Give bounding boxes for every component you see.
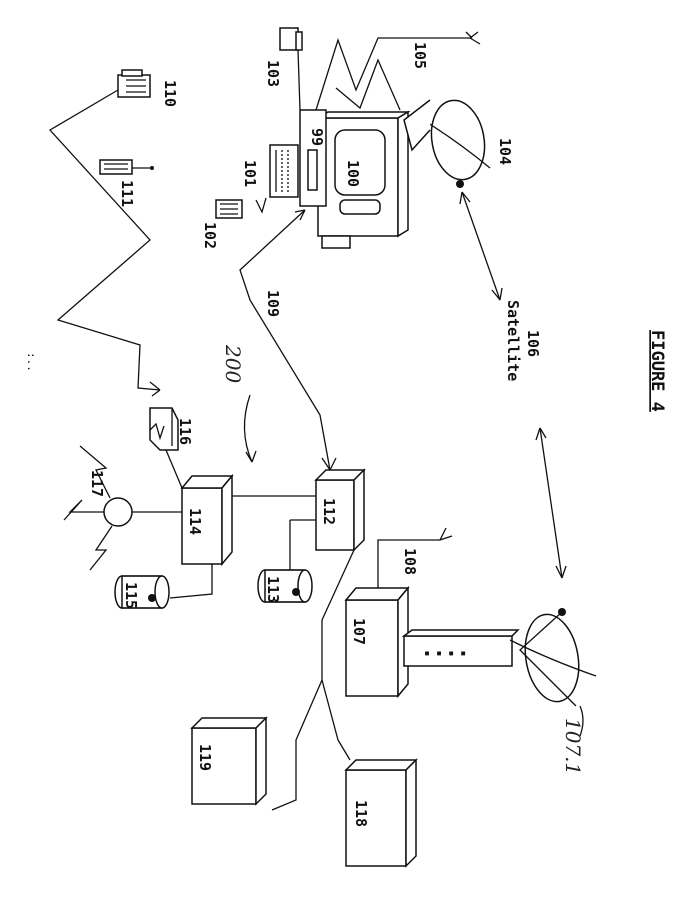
label-107: 107	[350, 618, 368, 645]
label-117: 117	[88, 470, 106, 497]
label-101: 101	[241, 160, 259, 187]
label-107-1: 107.1	[561, 718, 585, 775]
label-116: 116	[176, 418, 194, 445]
radio-117	[64, 446, 182, 570]
satellite-dish-107-1	[510, 608, 596, 736]
satellite-dish-104	[404, 96, 491, 188]
label-109: 109	[264, 290, 282, 317]
printer-103	[280, 28, 302, 110]
label-118: 118	[352, 800, 370, 827]
phone-110	[50, 70, 160, 396]
label-112: 112	[320, 498, 338, 525]
svg-text:▪ ▪ ▪ ▪: ▪ ▪ ▪ ▪	[424, 648, 466, 659]
label-111: 111	[118, 180, 136, 207]
margin-mark: :..	[25, 352, 38, 372]
label-119: 119	[196, 744, 214, 771]
label-99: 99	[308, 128, 326, 146]
label-115: 115	[122, 582, 140, 609]
earth-station-107	[322, 528, 452, 696]
keyboard-101	[256, 145, 298, 212]
label-100: 100	[344, 160, 362, 187]
label-103: 103	[264, 60, 282, 87]
tower-107: ▪ ▪ ▪ ▪	[404, 630, 518, 666]
radio-link-105	[316, 32, 480, 110]
figure-title: FIGURE 4	[647, 330, 667, 412]
label-104: 104	[496, 138, 514, 165]
label-110: 110	[161, 80, 179, 107]
label-113: 113	[264, 576, 282, 603]
label-200: 200	[221, 344, 245, 383]
link-109	[240, 210, 336, 470]
bus-lines	[272, 620, 350, 810]
label-105: 105	[411, 42, 429, 69]
label-102: 102	[201, 222, 219, 249]
reference-200	[244, 395, 256, 462]
label-114: 114	[186, 508, 204, 535]
satellite-links	[460, 192, 566, 578]
mobile-phone-111	[100, 160, 154, 174]
label-106: 106	[524, 330, 542, 357]
label-108: 108	[401, 548, 419, 575]
satellite-label: Satellite	[504, 300, 522, 381]
phone-102	[216, 200, 242, 218]
